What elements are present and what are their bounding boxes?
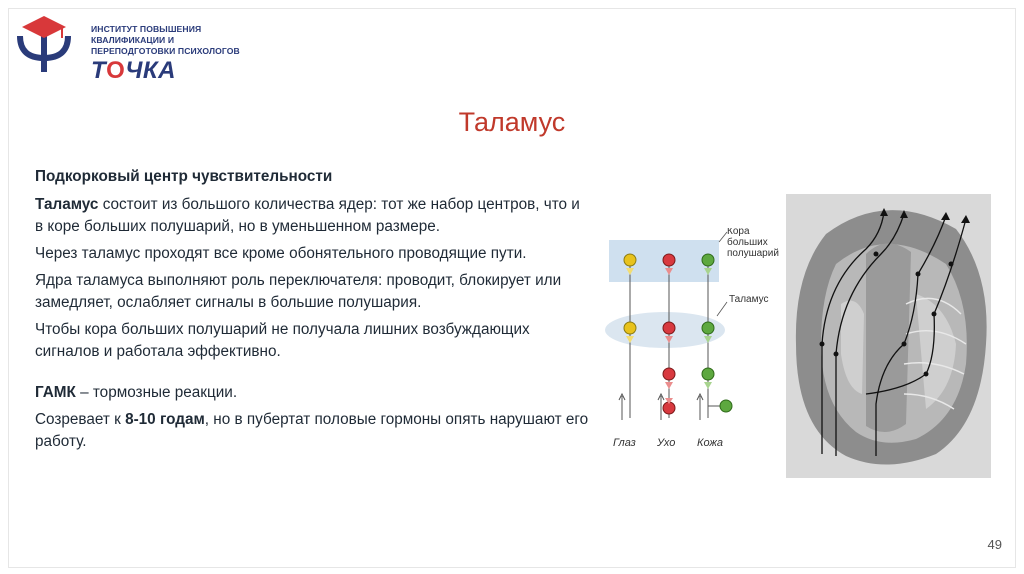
institute-logo: ИНСТИТУТ ПОВЫШЕНИЯ КВАЛИФИКАЦИИ И ПЕРЕПО… <box>14 14 254 83</box>
skin-thalamus-synapse <box>704 336 712 343</box>
institute-name-line-3: ПЕРЕПОДГОТОВКИ ПСИХОЛОГОВ <box>91 46 240 56</box>
eye-thalamus-synapse <box>626 336 634 343</box>
thalamus-label-leader <box>716 301 728 317</box>
slide-frame <box>8 8 1016 568</box>
thalamus-pathway-diagram: Кора больших полушарий Таламус Глаз Ухо … <box>605 228 779 449</box>
ear-lower-synapse-1 <box>665 382 673 389</box>
cortex-label-line-3: полушарий <box>727 248 779 259</box>
paragraph-switch: Ядра таламуса выполняют роль переключате… <box>35 272 562 311</box>
slide-title: Таламус <box>458 107 566 137</box>
paragraph-gaba: ГАМК – тормозные реакции. <box>35 382 590 404</box>
brand-ring: О <box>106 57 126 84</box>
ear-lower-node-1 <box>662 367 676 381</box>
brand-part-1: Т <box>91 57 107 84</box>
spacer <box>35 368 590 382</box>
eye-cortex-node <box>623 253 637 267</box>
paragraph-gaba-text: – тормозные реакции. <box>75 384 238 401</box>
column-label-eye: Глаз <box>613 437 636 449</box>
cortex-label-line-2: больших <box>727 236 768 248</box>
column-label-ear: Ухо <box>656 437 675 449</box>
term-gaba: ГАМК <box>35 384 76 401</box>
skin-branch-node <box>719 399 733 413</box>
thalamus-label: Таламус <box>729 294 769 305</box>
ear-lower-synapse-2 <box>665 398 673 404</box>
maturation-text-b: , но в пубертат половые гормоны опять на… <box>35 411 589 450</box>
brand-part-2: ЧКА <box>125 57 176 84</box>
subheading: Подкорковый центр чувствительности <box>35 168 333 185</box>
cortex-label-line-1: Кора <box>727 228 750 237</box>
brand-name: ТОЧКА <box>91 59 176 83</box>
ear-thalamus-node <box>662 321 676 335</box>
psi-logo-icon <box>17 16 71 72</box>
institute-name-line-2: КВАЛИФИКАЦИИ И <box>91 35 175 45</box>
paragraph-purpose: Чтобы кора больших полушарий не получала… <box>35 321 530 360</box>
skin-cortex-node <box>701 253 715 267</box>
paragraph-pathways: Через таламус проходят все кроме обоняте… <box>35 245 527 262</box>
paragraph-composition: Таламус состоит из большого количества я… <box>35 194 590 238</box>
column-label-skin: Кожа <box>697 437 723 449</box>
ear-thalamus-synapse <box>665 336 673 343</box>
skin-cortex-synapse <box>704 268 712 275</box>
maturation-age: 8-10 годам <box>125 411 205 428</box>
eye-cortex-synapse <box>626 268 634 275</box>
skin-thalamus-node <box>701 321 715 335</box>
paragraph-maturation: Созревает к 8-10 годам, но в пубертат по… <box>35 409 590 453</box>
eye-thalamus-node <box>623 321 637 335</box>
term-thalamus: Таламус <box>35 196 99 213</box>
skin-lower-synapse <box>704 382 712 389</box>
maturation-text-a: Созревает к <box>35 411 126 428</box>
input-arrows <box>618 392 704 420</box>
paragraph-composition-text: состоит из большого количества ядер: тот… <box>35 196 580 235</box>
institute-name: ИНСТИТУТ ПОВЫШЕНИЯ КВАЛИФИКАЦИИ И ПЕРЕПО… <box>91 24 240 57</box>
page-number: 49 <box>987 537 1002 552</box>
institute-name-line-1: ИНСТИТУТ ПОВЫШЕНИЯ <box>91 24 202 34</box>
cortex-label-leader <box>718 231 728 243</box>
skin-lower-node <box>701 367 715 381</box>
ear-cortex-synapse <box>665 268 673 275</box>
slide-body: Подкорковый центр чувствительности Талам… <box>35 166 590 458</box>
ear-cortex-node <box>662 253 676 267</box>
brain-section-image <box>786 194 991 478</box>
